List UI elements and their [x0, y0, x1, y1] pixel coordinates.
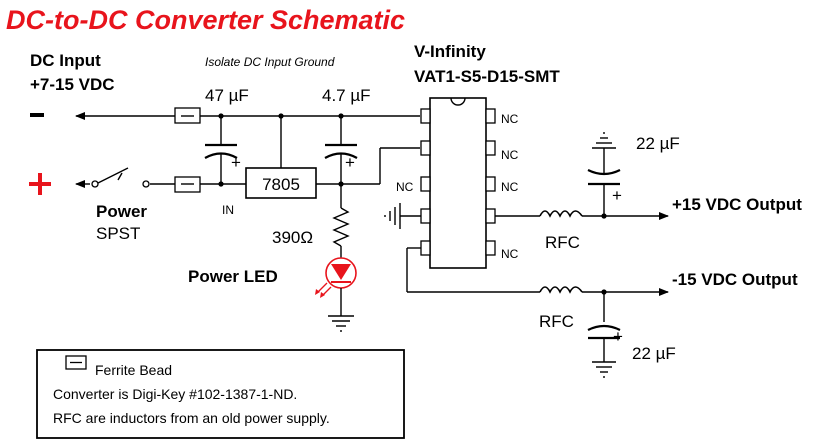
positive-input-wire — [75, 147, 420, 188]
led-label: Power LED — [188, 267, 278, 286]
legend-line-2: RFC are inductors from an old power supp… — [53, 410, 330, 426]
cap-22uf-bottom-plus: + — [613, 327, 623, 346]
nc-pin-right-2: NC — [501, 148, 519, 162]
cap-47uf-label: 47 µF — [205, 86, 249, 105]
capacitor-47uf — [204, 116, 238, 184]
negative-output-label: -15 VDC Output — [672, 270, 798, 289]
page-title: DC-to-DC Converter Schematic — [6, 5, 405, 35]
converter-chip — [420, 97, 496, 269]
rfc-bottom-label: RFC — [539, 312, 574, 331]
cap-22uf-top-label: 22 µF — [636, 134, 680, 153]
inductor-rfc-bottom — [539, 286, 583, 294]
nc-pin-right-5: NC — [501, 247, 519, 261]
dc-input-label: DC Input — [30, 51, 101, 70]
cap-22uf-top-plus: + — [612, 186, 622, 205]
cap-4-7uf-plus: + — [345, 153, 355, 172]
nc-pin-right-3: NC — [501, 180, 519, 194]
regulator-label: 7805 — [262, 175, 300, 194]
ground-symbol-led — [328, 315, 354, 332]
legend-box — [36, 349, 405, 439]
cap-4-7uf-label: 4.7 µF — [322, 86, 371, 105]
switch-label: Power — [96, 202, 147, 221]
regulator-7805 — [245, 167, 317, 199]
power-led — [315, 257, 357, 316]
ground-symbol-chip — [384, 203, 421, 229]
negative-output-wire — [406, 247, 669, 296]
rfc-top-label: RFC — [545, 233, 580, 252]
cap-22uf-bottom-label: 22 µF — [632, 344, 676, 363]
capacitor-22uf-bottom — [587, 292, 621, 378]
isolate-ground-note: Isolate DC Input Ground — [205, 55, 335, 69]
inductor-rfc-top — [539, 210, 583, 218]
converter-brand: V-Infinity — [414, 42, 486, 61]
capacitor-22uf-top — [587, 132, 621, 216]
resistor-390 — [332, 184, 350, 258]
dc-input-voltage: +7-15 VDC — [30, 75, 115, 94]
nc-pin-right-1: NC — [501, 112, 519, 126]
nc-pin-left-3: NC — [396, 180, 414, 194]
resistor-label: 390Ω — [272, 228, 313, 247]
spst-switch — [91, 167, 150, 188]
switch-type: SPST — [96, 224, 140, 243]
regulator-in-label: IN — [222, 203, 234, 217]
negative-terminal-symbol — [30, 113, 44, 117]
legend-line-1: Converter is Digi-Key #102-1387-1-ND. — [53, 386, 297, 402]
converter-part: VAT1-S5-D15-SMT — [414, 67, 560, 86]
cap-47uf-plus: + — [231, 153, 241, 172]
capacitor-4-7uf — [324, 116, 358, 184]
legend-ferrite-label: Ferrite Bead — [95, 362, 172, 378]
positive-output-label: +15 VDC Output — [672, 195, 802, 214]
positive-terminal-symbol — [29, 173, 51, 195]
